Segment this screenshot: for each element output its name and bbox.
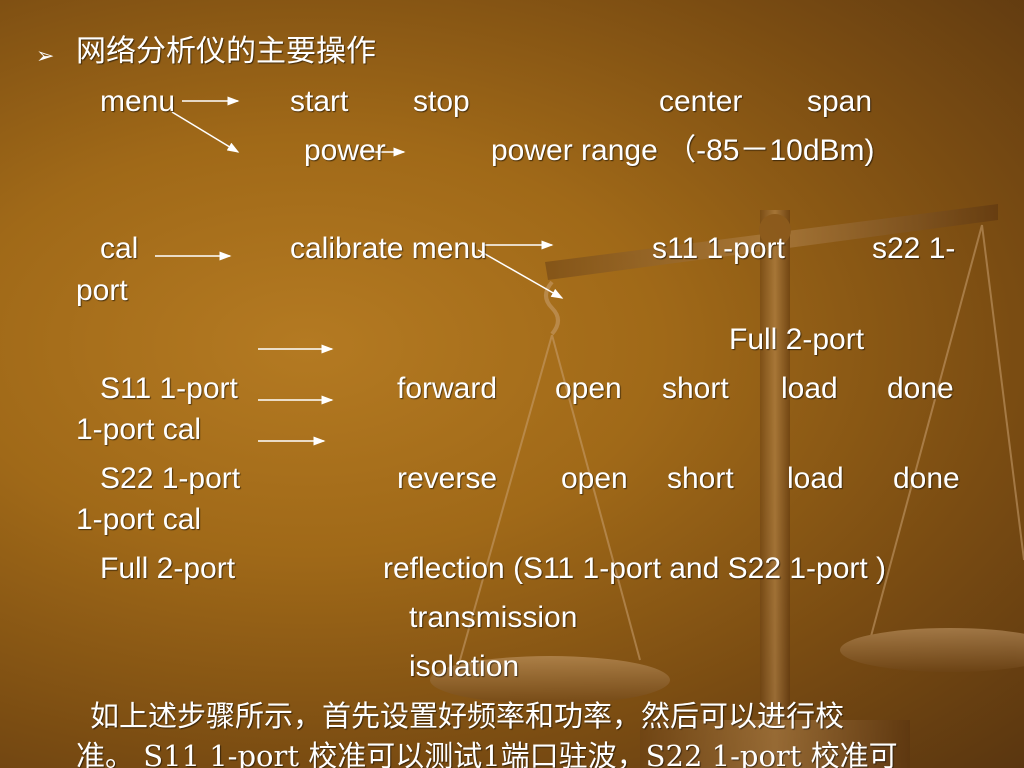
arrow-calibrate-full	[477, 249, 564, 299]
cal-label: cal	[100, 232, 139, 265]
bullet-icon: ➢	[36, 44, 55, 69]
open-label-2: open	[561, 462, 628, 495]
one-port-cal-label-2: 1-port cal	[76, 503, 202, 536]
slide-heading: 网络分析仪的主要操作	[76, 34, 376, 69]
isolation-label: isolation	[409, 650, 520, 683]
span-label: span	[807, 85, 873, 118]
s11-1port-option: s11 1-port	[652, 232, 785, 265]
short-label-2: short	[667, 462, 734, 495]
power-range-label: power range （-85－10dBm)	[491, 134, 875, 167]
stop-label: stop	[413, 85, 470, 118]
done-label-2: done	[893, 462, 960, 495]
paragraph-line-1: 如上述步骤所示，首先设置好频率和功率，然后可以进行校	[90, 699, 845, 733]
calibrate-menu-label: calibrate menu	[290, 232, 487, 265]
forward-label: forward	[397, 372, 498, 405]
open-label-1: open	[555, 372, 622, 405]
menu-label: menu	[100, 85, 176, 118]
start-label: start	[290, 85, 349, 118]
s22-1port-option: s22 1-	[872, 232, 956, 265]
reverse-label: reverse	[397, 462, 498, 495]
center-label: center	[659, 85, 743, 118]
power-label: power	[304, 134, 386, 167]
full-2port-option: Full 2-port	[729, 323, 865, 356]
short-label-1: short	[662, 372, 729, 405]
port-wrap-label: port	[76, 274, 128, 307]
load-label-2: load	[787, 462, 844, 495]
load-label-1: load	[781, 372, 838, 405]
one-port-cal-label-1: 1-port cal	[76, 413, 202, 446]
s22-1port-label: S22 1-port	[100, 462, 241, 495]
s11-1port-label: S11 1-port	[100, 372, 238, 405]
arrow-menu-power	[171, 111, 240, 153]
paragraph-line-2: 准。 S11 1-port 校准可以测试1端口驻波，S22 1-port 校准可	[76, 739, 898, 768]
done-label-1: done	[887, 372, 954, 405]
reflection-label: reflection (S11 1-port and S22 1-port )	[383, 552, 887, 585]
transmission-label: transmission	[409, 601, 578, 634]
full-2port-label: Full 2-port	[100, 552, 236, 585]
